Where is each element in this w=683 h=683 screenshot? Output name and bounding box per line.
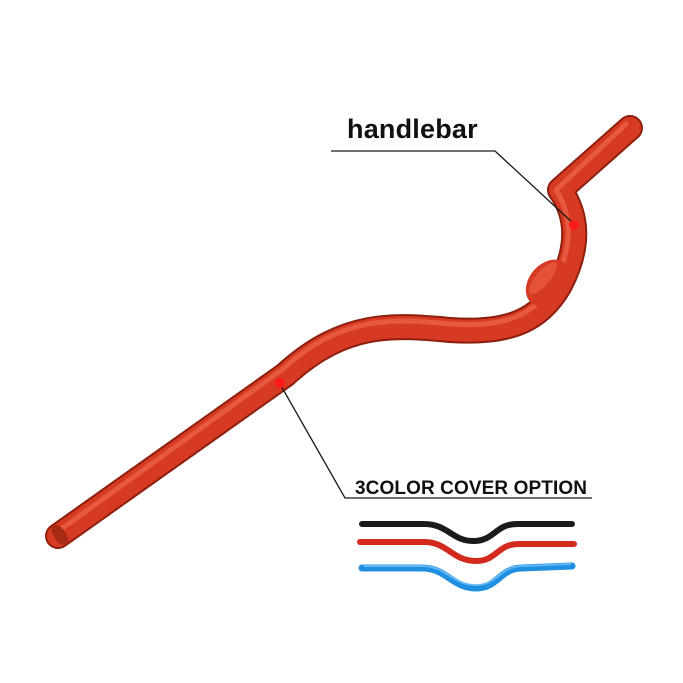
bar-end-cap: [51, 524, 69, 546]
marker-dot-handlebar: [569, 220, 579, 230]
color-option-label: 3COLOR COVER OPTION: [355, 478, 588, 499]
marker-dot-cover: [275, 378, 285, 388]
clamp-section: [525, 259, 571, 307]
blue-handlebar-option: [358, 562, 576, 592]
red-handlebar-option: [357, 539, 577, 565]
main-handlebar: [45, 115, 643, 549]
color-option-swatches: [357, 521, 577, 592]
leader-lines: [279, 150, 592, 499]
black-handlebar-option: [359, 521, 575, 545]
handlebar-label: handlebar: [347, 114, 478, 144]
